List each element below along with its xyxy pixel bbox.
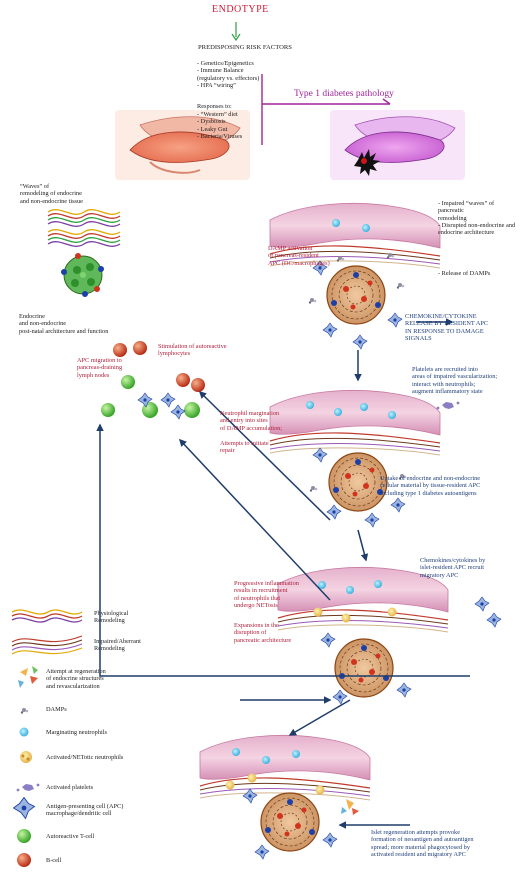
damp-activation-label: DAMP activation of pancreas-resident APC…	[268, 245, 330, 267]
attempts-repair-label: Attempts to initiate repair	[220, 440, 269, 455]
risk-bracket	[261, 74, 391, 145]
legend-bcell-label: B-cell	[46, 857, 62, 864]
uptake-label: Uptake of endocrine and non-endocrine ce…	[380, 475, 481, 497]
legend-apc-label: Antigen-presenting cell (APC) macrophage…	[46, 803, 124, 818]
impaired-waves-label: - Impaired “waves” of pancreatic remodel…	[438, 200, 495, 222]
healthy-islet-illustration	[61, 253, 104, 297]
architecture-label: Endocrine and non-endocrine post-natal a…	[19, 313, 109, 335]
risk-factors-list: - Genetics/Epigenetics - Immune Balance …	[197, 60, 260, 90]
tissue-panel-stage2	[269, 389, 460, 528]
platelets-recruited-label: Platelets are recruited into areas of im…	[412, 366, 498, 396]
expansions-label: Expansions in the disruption of pancreat…	[234, 622, 292, 644]
lymph-node-cells	[101, 341, 205, 420]
t1d-pathology-title: Type 1 diabetes pathology	[294, 89, 394, 99]
diseased-pancreas-illustration	[330, 110, 465, 180]
islet-regeneration-label: Islet regeneration attempts provoke form…	[371, 829, 474, 859]
chemokines-islet-label: Chemokines/cytokines by islet-resident A…	[420, 557, 486, 579]
legend-platelets-icon	[16, 783, 40, 792]
legend-impaired-label: Impaired/Aberrant Remodeling	[94, 638, 141, 653]
tissue-panel-stage3	[277, 566, 502, 705]
apc-migration-label: APC migration to pancreas-draining lymph…	[77, 357, 123, 379]
legend-marginating-icon	[19, 727, 29, 737]
risk-factors-title: PREDISPOSING RISK FACTORS	[198, 44, 292, 51]
legend-bcell-icon	[17, 853, 31, 867]
endotype-arrow	[231, 22, 241, 42]
legend-damps-label: DAMPs	[46, 706, 67, 713]
legend-tcell-icon	[17, 829, 31, 843]
legend-icons	[11, 609, 83, 867]
legend-net-label: Activated/NETotic neutrophils	[46, 754, 124, 761]
responses-title: Responses to:	[197, 103, 232, 110]
legend-apc-icon	[12, 796, 36, 820]
stimulation-label: Stimulation of autoreactive lymphocytes	[158, 343, 227, 358]
responses-list: - “Western” diet - Dysbiosis - Leaky Gut…	[197, 111, 243, 141]
legend-attempt-label: Attempt at regeneration of endocrine str…	[46, 668, 106, 690]
legend-attempt-icon	[18, 666, 38, 688]
healthy-pancreas-illustration	[115, 110, 250, 180]
pathway-arrows	[96, 318, 470, 829]
waves-label: “Waves” of remodeling of endocrine and n…	[20, 183, 83, 205]
legend-physiological-icon	[11, 609, 83, 623]
legend-marginating-label: Marginating neutrophils	[46, 729, 107, 736]
legend-damps-icon	[20, 708, 29, 714]
legend-impaired-icon	[11, 635, 83, 655]
legend-platelets-label: Activated platelets	[46, 784, 94, 791]
legend-physiological-label: Physiological Remodeling	[94, 610, 129, 625]
neutrophil-margination-label: Neutrophil margination and entry into si…	[220, 410, 283, 432]
endotype-title: ENDOTYPE	[212, 4, 269, 15]
tissue-panel-stage1	[269, 202, 441, 350]
release-damps-label: - Release of DAMPs	[438, 270, 491, 277]
tissue-panel-stage4	[199, 734, 371, 860]
disrupted-architecture-label: - Disrupted non-endocrine and endocrine …	[438, 222, 516, 237]
healthy-waves-illustration	[47, 209, 121, 247]
legend-net-icon	[20, 751, 32, 763]
legend-tcell-label: Autoreactive T-cell	[46, 833, 95, 840]
progressive-inflammation-label: Progressive inflammation results in recr…	[234, 580, 299, 610]
chemokine-release-label: CHEMOKINE/CYTOKINE RELEASE BY RESIDENT A…	[405, 313, 489, 343]
